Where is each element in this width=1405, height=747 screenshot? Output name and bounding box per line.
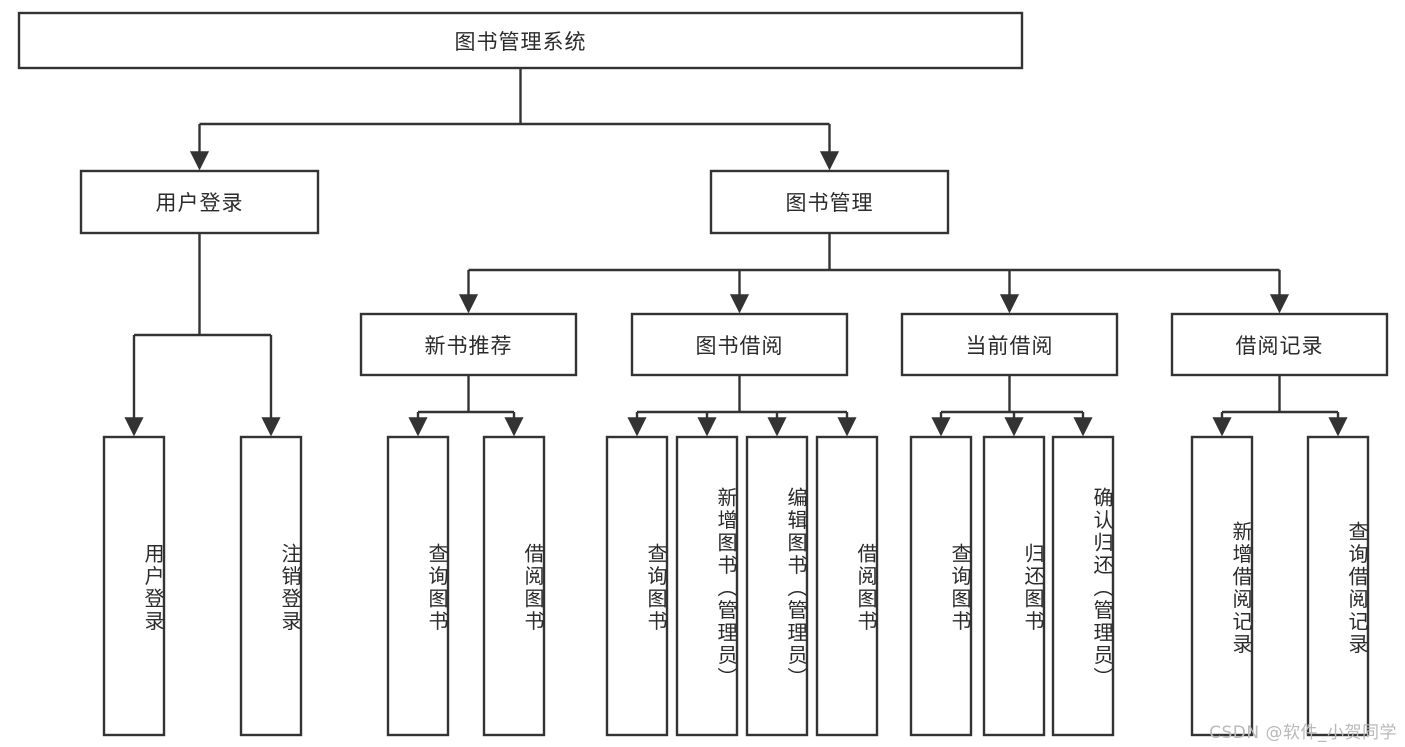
node-l2-用户登录[interactable] [79, 169, 320, 235]
node-leaf-注销登录-1[interactable] [239, 435, 303, 737]
node-leaf-查询图书-4[interactable] [605, 435, 669, 737]
node-leaf-新增图书管理员-5[interactable] [675, 435, 739, 737]
node-boxes-layer [17, 11, 1389, 737]
node-l3-借阅记录[interactable] [1170, 312, 1389, 377]
node-leaf-编辑图书管理员-6[interactable] [745, 435, 809, 737]
node-leaf-借阅图书-3[interactable] [482, 435, 546, 737]
connectors-layer [124, 68, 1348, 437]
node-leaf-确认归还管理员-10[interactable] [1051, 435, 1115, 737]
csdn-watermark: CSDN @软件_小贺同学 [1209, 723, 1397, 743]
node-leaf-新增借阅记录-11[interactable] [1190, 435, 1254, 737]
node-root-图书管理系统[interactable] [17, 11, 1024, 70]
node-leaf-借阅图书-7[interactable] [815, 435, 879, 737]
node-l3-图书借阅[interactable] [630, 312, 849, 377]
node-leaf-查询图书-8[interactable] [909, 435, 973, 737]
node-leaf-归还图书-9[interactable] [982, 435, 1046, 737]
node-l2-图书管理[interactable] [709, 169, 950, 235]
node-leaf-查询借阅记录-12[interactable] [1306, 435, 1370, 737]
node-l3-新书推荐[interactable] [359, 312, 578, 377]
node-leaf-查询图书-2[interactable] [386, 435, 450, 737]
node-l3-当前借阅[interactable] [900, 312, 1119, 377]
node-leaf-用户登录-0[interactable] [102, 435, 166, 737]
